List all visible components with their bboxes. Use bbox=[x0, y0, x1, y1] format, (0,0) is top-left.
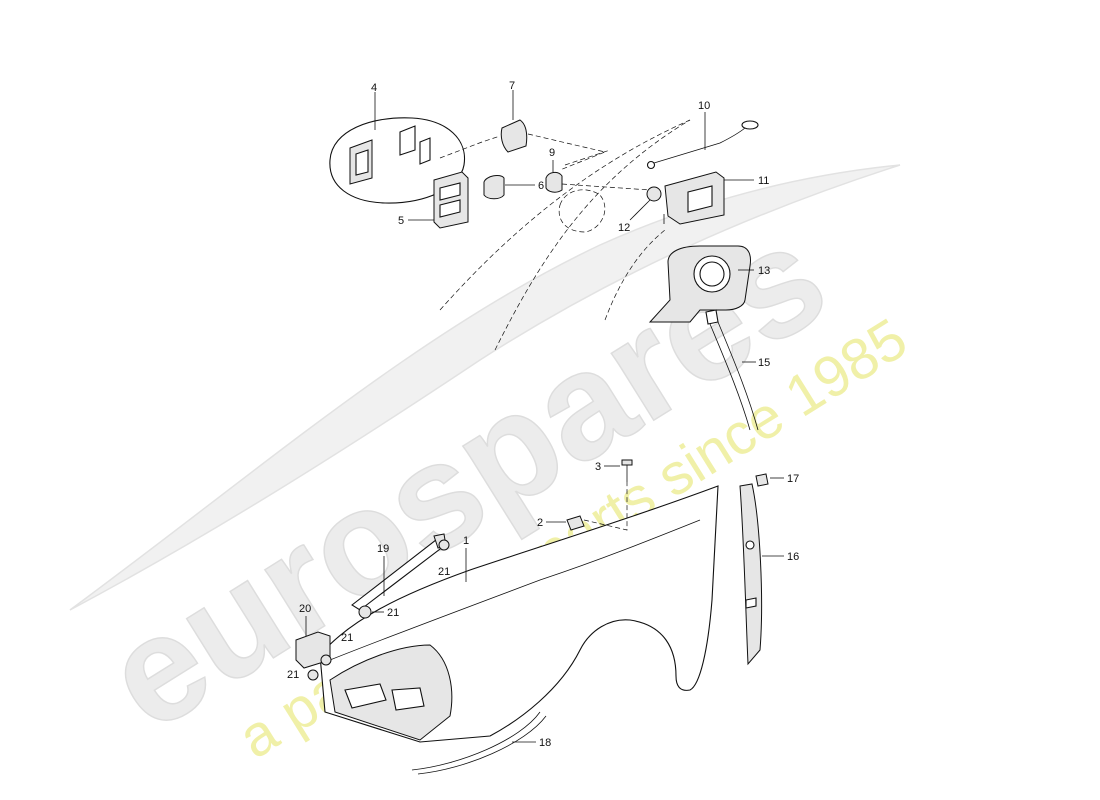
callout-6: 6 bbox=[538, 180, 544, 192]
callout-21-b: 21 bbox=[387, 607, 399, 619]
callout-5: 5 bbox=[398, 215, 404, 227]
screw-3 bbox=[621, 459, 633, 482]
leader-lines bbox=[305, 90, 784, 743]
callout-17: 17 bbox=[787, 473, 799, 485]
clip-6 bbox=[483, 174, 505, 200]
plug-9 bbox=[545, 171, 563, 193]
callout-20: 20 bbox=[299, 603, 311, 615]
callout-9: 9 bbox=[549, 147, 555, 159]
callout-11: 11 bbox=[758, 175, 769, 187]
fuel-flap bbox=[329, 117, 466, 204]
callout-10: 10 bbox=[698, 100, 710, 112]
drain-hose-15 bbox=[705, 309, 759, 431]
release-cable bbox=[646, 120, 759, 170]
callout-4: 4 bbox=[371, 82, 377, 94]
front-fender-1 bbox=[319, 485, 719, 743]
strip-18 bbox=[411, 711, 541, 771]
callout-18: 18 bbox=[539, 737, 551, 749]
body-outline bbox=[439, 119, 691, 351]
callout-19: 19 bbox=[377, 543, 389, 555]
bracket-16 bbox=[739, 483, 763, 666]
watermark-swoosh bbox=[69, 164, 901, 611]
callout-12: 12 bbox=[618, 222, 630, 234]
callout-15: 15 bbox=[758, 357, 770, 369]
callout-7: 7 bbox=[509, 80, 515, 92]
actuator-11 bbox=[663, 171, 725, 225]
callout-16: 16 bbox=[787, 551, 799, 563]
callout-3: 3 bbox=[595, 461, 601, 473]
callout-21-d: 21 bbox=[287, 669, 299, 681]
callout-2: 2 bbox=[537, 517, 543, 529]
nuts-21 bbox=[307, 539, 450, 681]
filler-housing-13 bbox=[648, 245, 751, 323]
callouts: 4 5 6 7 9 10 11 12 13 15 16 17 18 3 2 1 … bbox=[287, 80, 799, 749]
callout-1: 1 bbox=[463, 535, 469, 547]
callout-21-a: 21 bbox=[438, 566, 450, 578]
clip-17 bbox=[755, 473, 769, 487]
grommet-12 bbox=[646, 186, 662, 202]
buffer-7 bbox=[500, 119, 528, 153]
callout-21-c: 21 bbox=[341, 632, 353, 644]
flap-hinge bbox=[433, 171, 469, 229]
clip-2 bbox=[566, 515, 585, 531]
callout-13: 13 bbox=[758, 265, 770, 277]
